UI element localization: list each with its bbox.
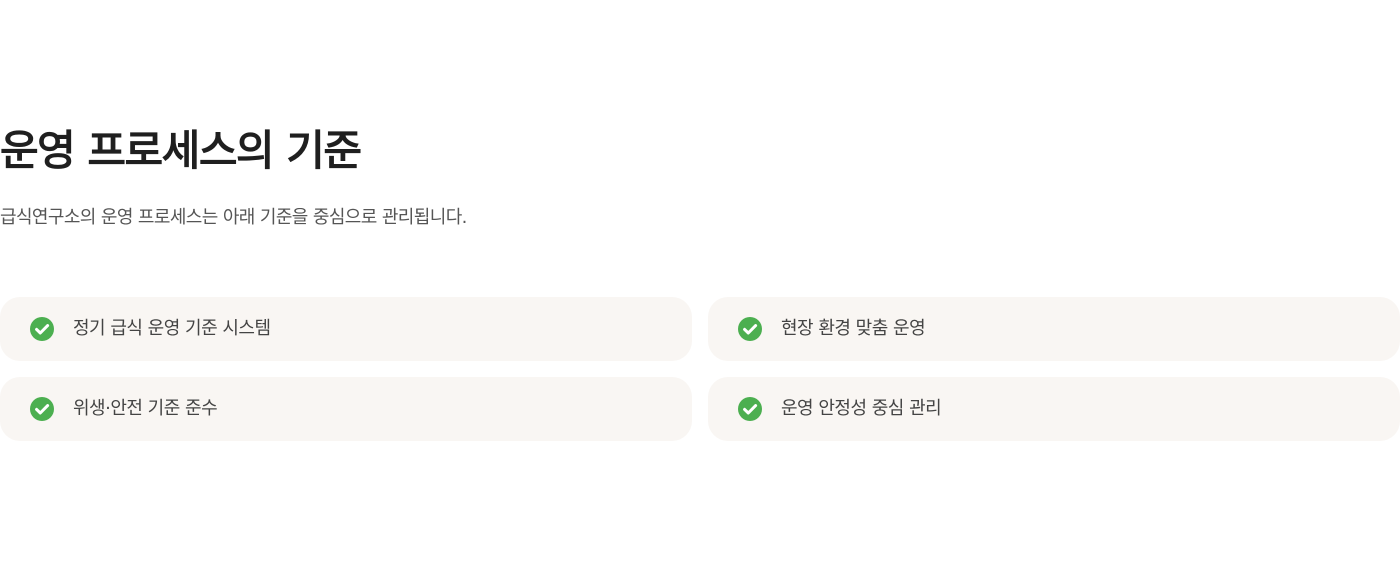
section-title: 운영 프로세스의 기준	[0, 126, 362, 175]
criteria-card: 정기 급식 운영 기준 시스템	[0, 297, 692, 361]
criteria-card: 현장 환경 맞춤 운영	[708, 297, 1400, 361]
check-circle-icon	[738, 317, 762, 341]
criteria-card: 위생·안전 기준 준수	[0, 377, 692, 441]
criteria-label: 위생·안전 기준 준수	[73, 398, 218, 419]
check-circle-icon	[738, 397, 762, 421]
check-circle-icon	[30, 397, 54, 421]
criteria-label: 현장 환경 맞춤 운영	[781, 318, 926, 339]
criteria-label: 운영 안정성 중심 관리	[781, 398, 942, 419]
criteria-card: 운영 안정성 중심 관리	[708, 377, 1400, 441]
check-circle-icon	[30, 317, 54, 341]
section-subtitle: 급식연구소의 운영 프로세스는 아래 기준을 중심으로 관리됩니다.	[0, 207, 467, 228]
criteria-label: 정기 급식 운영 기준 시스템	[73, 318, 271, 339]
criteria-grid: 정기 급식 운영 기준 시스템 현장 환경 맞춤 운영 위생·안전 기준 준수 …	[0, 297, 1400, 441]
